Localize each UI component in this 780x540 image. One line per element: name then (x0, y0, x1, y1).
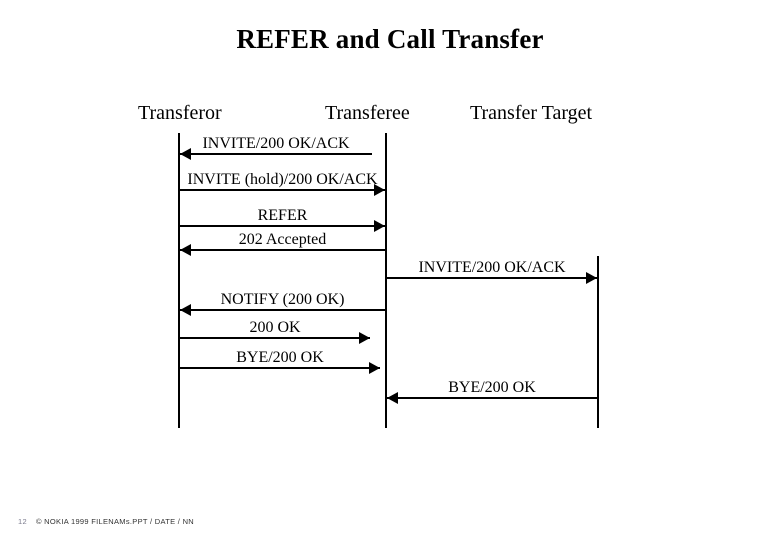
page-title: REFER and Call Transfer (236, 24, 544, 54)
message-line (180, 153, 372, 155)
message-notify-200-ok: NOTIFY (200 OK) (180, 289, 385, 316)
arrowhead-right-icon (359, 332, 370, 344)
message-label: REFER (257, 207, 308, 224)
message-label: INVITE/200 OK/ACK (202, 135, 350, 152)
message-label: NOTIFY (200 OK) (220, 291, 345, 308)
arrowhead-left-icon (387, 392, 398, 404)
message-line (387, 277, 597, 279)
message-line (180, 337, 370, 339)
actor-label-transferee: Transferee (325, 102, 410, 124)
message-line (180, 309, 385, 311)
arrowhead-left-icon (180, 244, 191, 256)
message-200-ok: 200 OK (180, 317, 370, 344)
message-bye-200-ok-2: BYE/200 OK (387, 377, 597, 404)
arrowhead-left-icon (180, 304, 191, 316)
lifeline-transferor (178, 133, 180, 428)
arrowhead-right-icon (374, 184, 385, 196)
message-label: 200 OK (249, 319, 301, 336)
actor-label-transfer-target: Transfer Target (470, 102, 593, 124)
slide-footer: 12 © NOKIA 1999 FILENAMs.PPT / DATE / NN (18, 517, 194, 526)
message-invite-200-ok-ack-1: INVITE/200 OK/ACK (180, 133, 372, 160)
lifeline-transferee (385, 133, 387, 428)
footer-text: © NOKIA 1999 FILENAMs.PPT / DATE / NN (35, 517, 195, 526)
arrowhead-right-icon (374, 220, 385, 232)
message-line (180, 225, 385, 227)
message-label: BYE/200 OK (448, 379, 536, 396)
message-line (180, 249, 385, 251)
message-line (387, 397, 597, 399)
message-invite-hold-200-ok-ack: INVITE (hold)/200 OK/ACK (180, 169, 385, 196)
message-invite-200-ok-ack-2: INVITE/200 OK/ACK (387, 257, 597, 284)
arrowhead-right-icon (369, 362, 380, 374)
message-label: INVITE (hold)/200 OK/ACK (187, 171, 378, 188)
message-line (180, 189, 385, 191)
slide-number: 12 (18, 517, 27, 526)
actor-label-transferor: Transferor (138, 102, 222, 124)
lifeline-transfer-target (597, 256, 599, 428)
arrowhead-left-icon (180, 148, 191, 160)
message-202-accepted: 202 Accepted (180, 229, 385, 256)
message-line (180, 367, 380, 369)
message-refer: REFER (180, 205, 385, 232)
message-label: INVITE/200 OK/ACK (418, 259, 566, 276)
arrowhead-right-icon (586, 272, 597, 284)
message-label: 202 Accepted (238, 231, 327, 248)
message-label: BYE/200 OK (236, 349, 324, 366)
message-bye-200-ok-1: BYE/200 OK (180, 347, 380, 374)
